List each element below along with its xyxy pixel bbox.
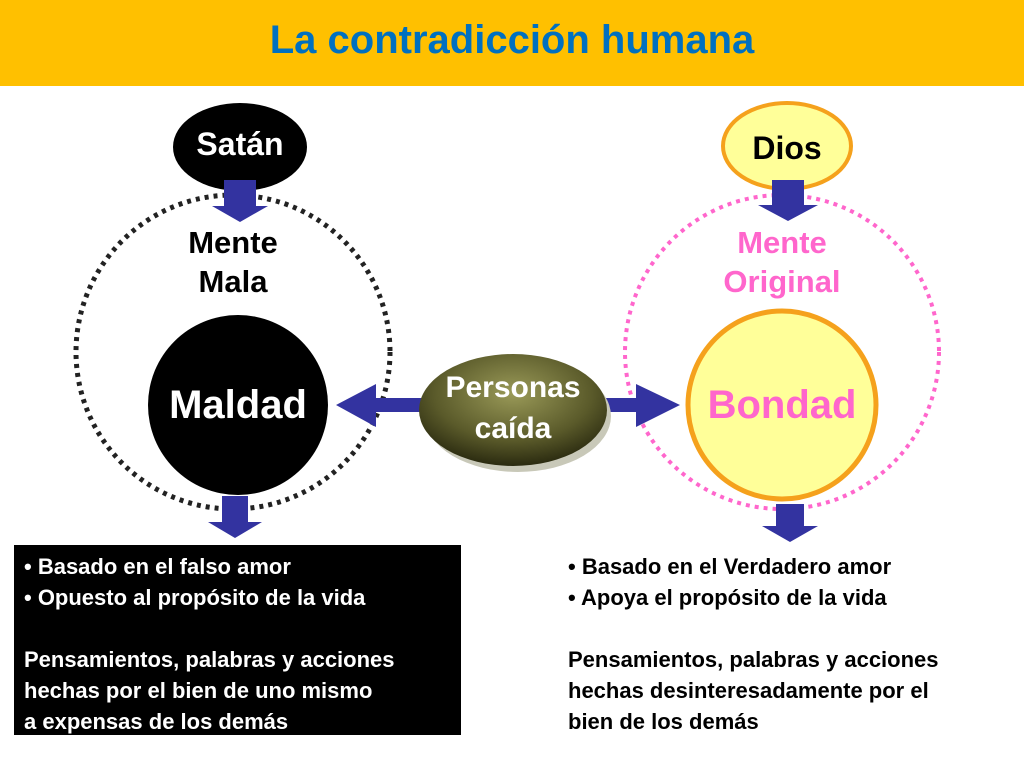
good-text-line-2: hechas desinteresadamente por el (568, 678, 929, 703)
maldad-circle (148, 315, 328, 495)
evil-mind-label-line1: Mente (188, 225, 278, 260)
evil-text-line-3: a expensas de los demás (24, 709, 289, 734)
evil-description-box: • Basado en el falso amor • Opuesto al p… (14, 545, 461, 735)
personas-label-line1: Personas (445, 371, 581, 404)
title-bar (0, 0, 1024, 86)
good-bullet-1: • Basado en el Verdadero amor (568, 554, 892, 579)
personas-label-line2: caída (474, 412, 552, 445)
evil-bullet-1: • Basado en el falso amor (24, 554, 291, 579)
bondad-circle (685, 308, 879, 502)
arrow-down-maldad (208, 496, 262, 538)
satan-label: Satán (196, 126, 284, 162)
arrow-down-satan (212, 180, 268, 222)
satan-ellipse (173, 103, 307, 191)
arrow-right (600, 384, 680, 427)
good-mind-label-line2: Original (723, 264, 841, 299)
arrow-down-bondad (762, 504, 818, 542)
evil-text-line-2: hechas por el bien de uno mismo (24, 678, 373, 703)
good-text-line-1: Pensamientos, palabras y acciones (568, 647, 939, 672)
good-mind-label-line1: Mente (737, 225, 827, 260)
good-bullet-2: • Apoya el propósito de la vida (568, 585, 887, 610)
dios-label: Dios (752, 130, 822, 166)
evil-text-line-1: Pensamientos, palabras y acciones (24, 647, 395, 672)
evil-mind-label-line2: Mala (198, 264, 268, 299)
maldad-label: Maldad (169, 383, 307, 427)
page-title: La contradicción humana (269, 18, 755, 62)
arrow-left (336, 384, 426, 427)
good-description-box: • Basado en el Verdadero amor • Apoya el… (568, 551, 1008, 737)
bondad-label: Bondad (707, 383, 857, 427)
evil-bullet-2: • Opuesto al propósito de la vida (24, 585, 366, 610)
arrow-down-dios (758, 180, 818, 221)
good-text-line-3: bien de los demás (568, 709, 759, 734)
personas-ellipse (419, 354, 607, 466)
